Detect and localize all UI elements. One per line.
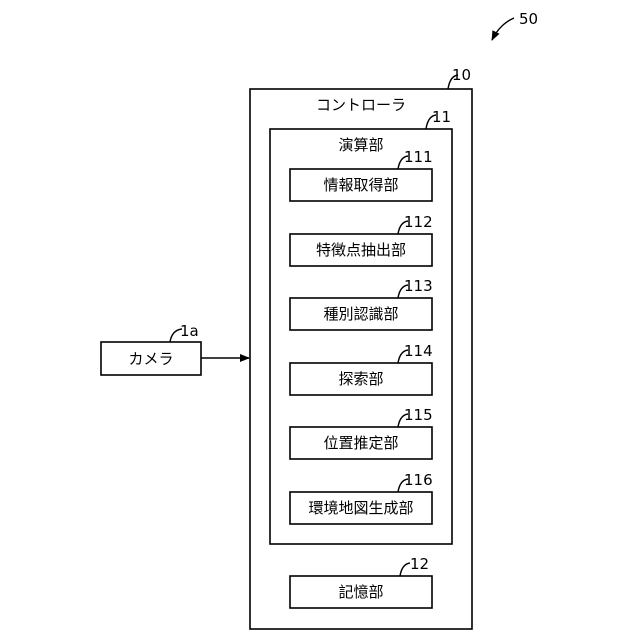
module-label-113: 種別認識部 — [323, 305, 398, 323]
module-ref-115: 115 — [404, 406, 433, 424]
camera-ref: 1a — [180, 322, 199, 340]
module-ref-114: 114 — [404, 342, 433, 360]
figure-ref-label: 50 — [519, 10, 538, 28]
module-ref-111: 111 — [404, 148, 433, 166]
storage-label: 記憶部 — [338, 583, 383, 601]
module-label-111: 情報取得部 — [323, 176, 398, 194]
controller-ref: 10 — [452, 66, 471, 84]
module-ref-112: 112 — [404, 213, 433, 231]
module-label-115: 位置推定部 — [323, 434, 398, 452]
storage-ref: 12 — [410, 555, 429, 573]
camera-label: カメラ — [128, 350, 173, 368]
module-label-116: 環境地図生成部 — [308, 499, 413, 517]
controller-label: コントローラ — [316, 96, 406, 114]
module-ref-116: 116 — [404, 471, 433, 489]
module-label-114: 探索部 — [338, 370, 383, 388]
figure-ref-arrow — [492, 18, 514, 40]
arithmetic-unit-ref: 11 — [432, 108, 451, 126]
module-ref-113: 113 — [404, 277, 433, 295]
module-label-112: 特徴点抽出部 — [316, 241, 406, 259]
arithmetic-unit-label: 演算部 — [338, 136, 383, 154]
